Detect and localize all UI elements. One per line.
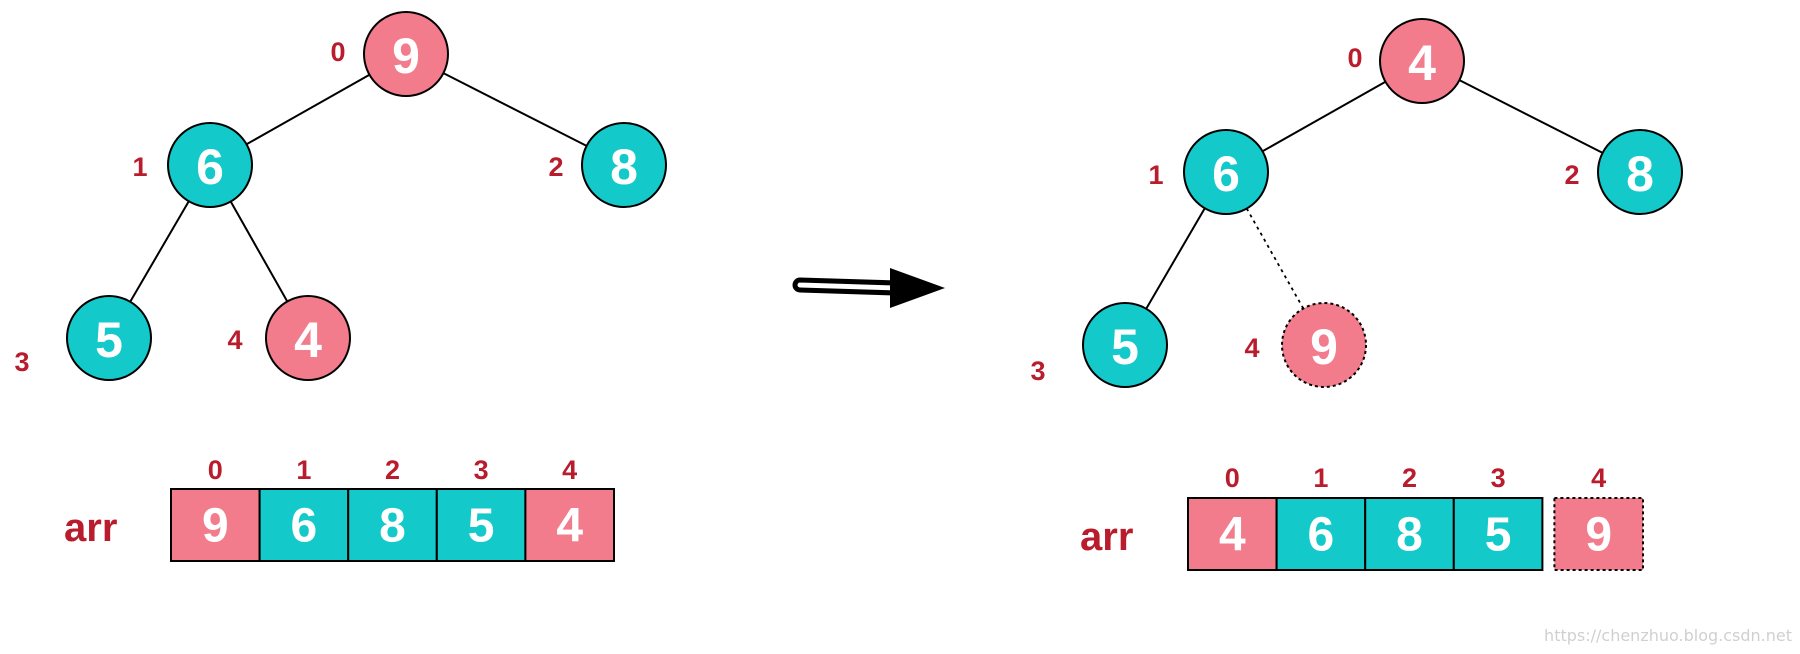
after-tree-edge-1-3 — [1145, 207, 1206, 310]
right-arrow-icon — [792, 268, 945, 308]
before-array-cell-2 — [347, 488, 438, 562]
after-array-cell-2 — [1364, 497, 1455, 571]
after-array-cell-value-2: 8 — [1396, 509, 1423, 562]
before-tree-node-1 — [167, 122, 253, 208]
before-tree-node-value-4: 4 — [294, 312, 322, 368]
after-tree-index-label-2: 2 — [1564, 160, 1579, 190]
after-array-label: arr — [1080, 515, 1133, 559]
before-array-cell-value-4: 4 — [556, 500, 583, 553]
before-tree-edge-1-3 — [129, 200, 190, 303]
before-tree-node-3 — [66, 295, 152, 381]
before-array-index-label-1: 1 — [296, 455, 311, 485]
after-array-cell-value-3: 5 — [1485, 509, 1512, 562]
before-tree-node-0 — [363, 11, 449, 97]
before-tree-node-value-1: 6 — [196, 139, 224, 195]
after-tree-node-value-2: 8 — [1626, 146, 1654, 202]
before-tree-node-2 — [581, 122, 667, 208]
before-tree-index-label-1: 1 — [132, 152, 147, 182]
arrow-head — [890, 268, 945, 308]
after-tree-index-label-4: 4 — [1244, 333, 1259, 363]
before-array-cell-value-0: 9 — [202, 500, 229, 553]
after-tree-node-value-4: 9 — [1310, 319, 1338, 375]
before-array-cell-value-3: 5 — [468, 500, 495, 553]
before-tree-edge-1-4 — [229, 201, 289, 302]
after-tree-index-label-1: 1 — [1148, 160, 1163, 190]
after-tree-node-value-1: 6 — [1212, 146, 1240, 202]
before-array-cell-value-2: 8 — [379, 500, 406, 553]
before-array-label: arr — [64, 506, 117, 550]
before-tree-edge-0-2 — [442, 72, 588, 147]
after-array-cell-4 — [1553, 497, 1645, 571]
after-tree-node-1 — [1183, 129, 1269, 215]
after-tree-edge-1-4 — [1245, 208, 1305, 309]
before-tree-index-label-4: 4 — [227, 325, 242, 355]
before-array-index-label-4: 4 — [562, 455, 577, 485]
before-array-cell-value-1: 6 — [291, 500, 318, 553]
before-tree-node-value-0: 9 — [392, 28, 420, 84]
arrow-shaft — [792, 277, 899, 296]
after-array-index-label-2: 2 — [1402, 463, 1417, 493]
before-array-index-label-2: 2 — [385, 455, 400, 485]
after-tree-node-3 — [1082, 302, 1168, 388]
after-array-cell-0 — [1187, 497, 1278, 571]
before-tree-node-value-2: 8 — [610, 139, 638, 195]
after-tree-edge-0-2 — [1458, 79, 1604, 154]
after-array-index-label-3: 3 — [1491, 463, 1506, 493]
after-array-cell-value-4: 9 — [1585, 509, 1612, 562]
watermark-text: https://chenzhuo.blog.csdn.net — [1544, 626, 1792, 645]
after-array-cell-value-1: 6 — [1308, 509, 1335, 562]
before-tree-index-label-2: 2 — [548, 152, 563, 182]
before-tree-index-label-3: 3 — [14, 347, 29, 377]
before-tree-node-4 — [265, 295, 351, 381]
after-tree-node-2 — [1597, 129, 1683, 215]
after-array-index-label-1: 1 — [1313, 463, 1328, 493]
before-array-cell-4 — [524, 488, 616, 562]
after-array-cell-value-0: 4 — [1219, 509, 1246, 562]
after-array-cell-3 — [1452, 497, 1544, 571]
after-tree-node-value-3: 5 — [1111, 319, 1139, 375]
after-tree-index-label-3: 3 — [1030, 356, 1045, 386]
after-tree-node-value-0: 4 — [1408, 35, 1436, 91]
before-tree-index-label-0: 0 — [330, 37, 345, 67]
after-tree-node-0 — [1379, 18, 1465, 104]
before-array-cell-3 — [435, 488, 527, 562]
after-array-index-label-4: 4 — [1591, 463, 1606, 493]
before-array-cell-0 — [170, 488, 261, 562]
after-array-cell-1 — [1275, 497, 1367, 571]
after-array-index-label-0: 0 — [1225, 463, 1240, 493]
before-array-index-label-0: 0 — [208, 455, 223, 485]
before-tree-node-value-3: 5 — [95, 312, 123, 368]
after-tree-index-label-0: 0 — [1347, 43, 1362, 73]
before-array-index-label-3: 3 — [474, 455, 489, 485]
after-tree-edge-0-1 — [1262, 80, 1386, 153]
after-tree-node-4 — [1281, 302, 1367, 388]
before-tree-edge-0-1 — [246, 73, 370, 146]
